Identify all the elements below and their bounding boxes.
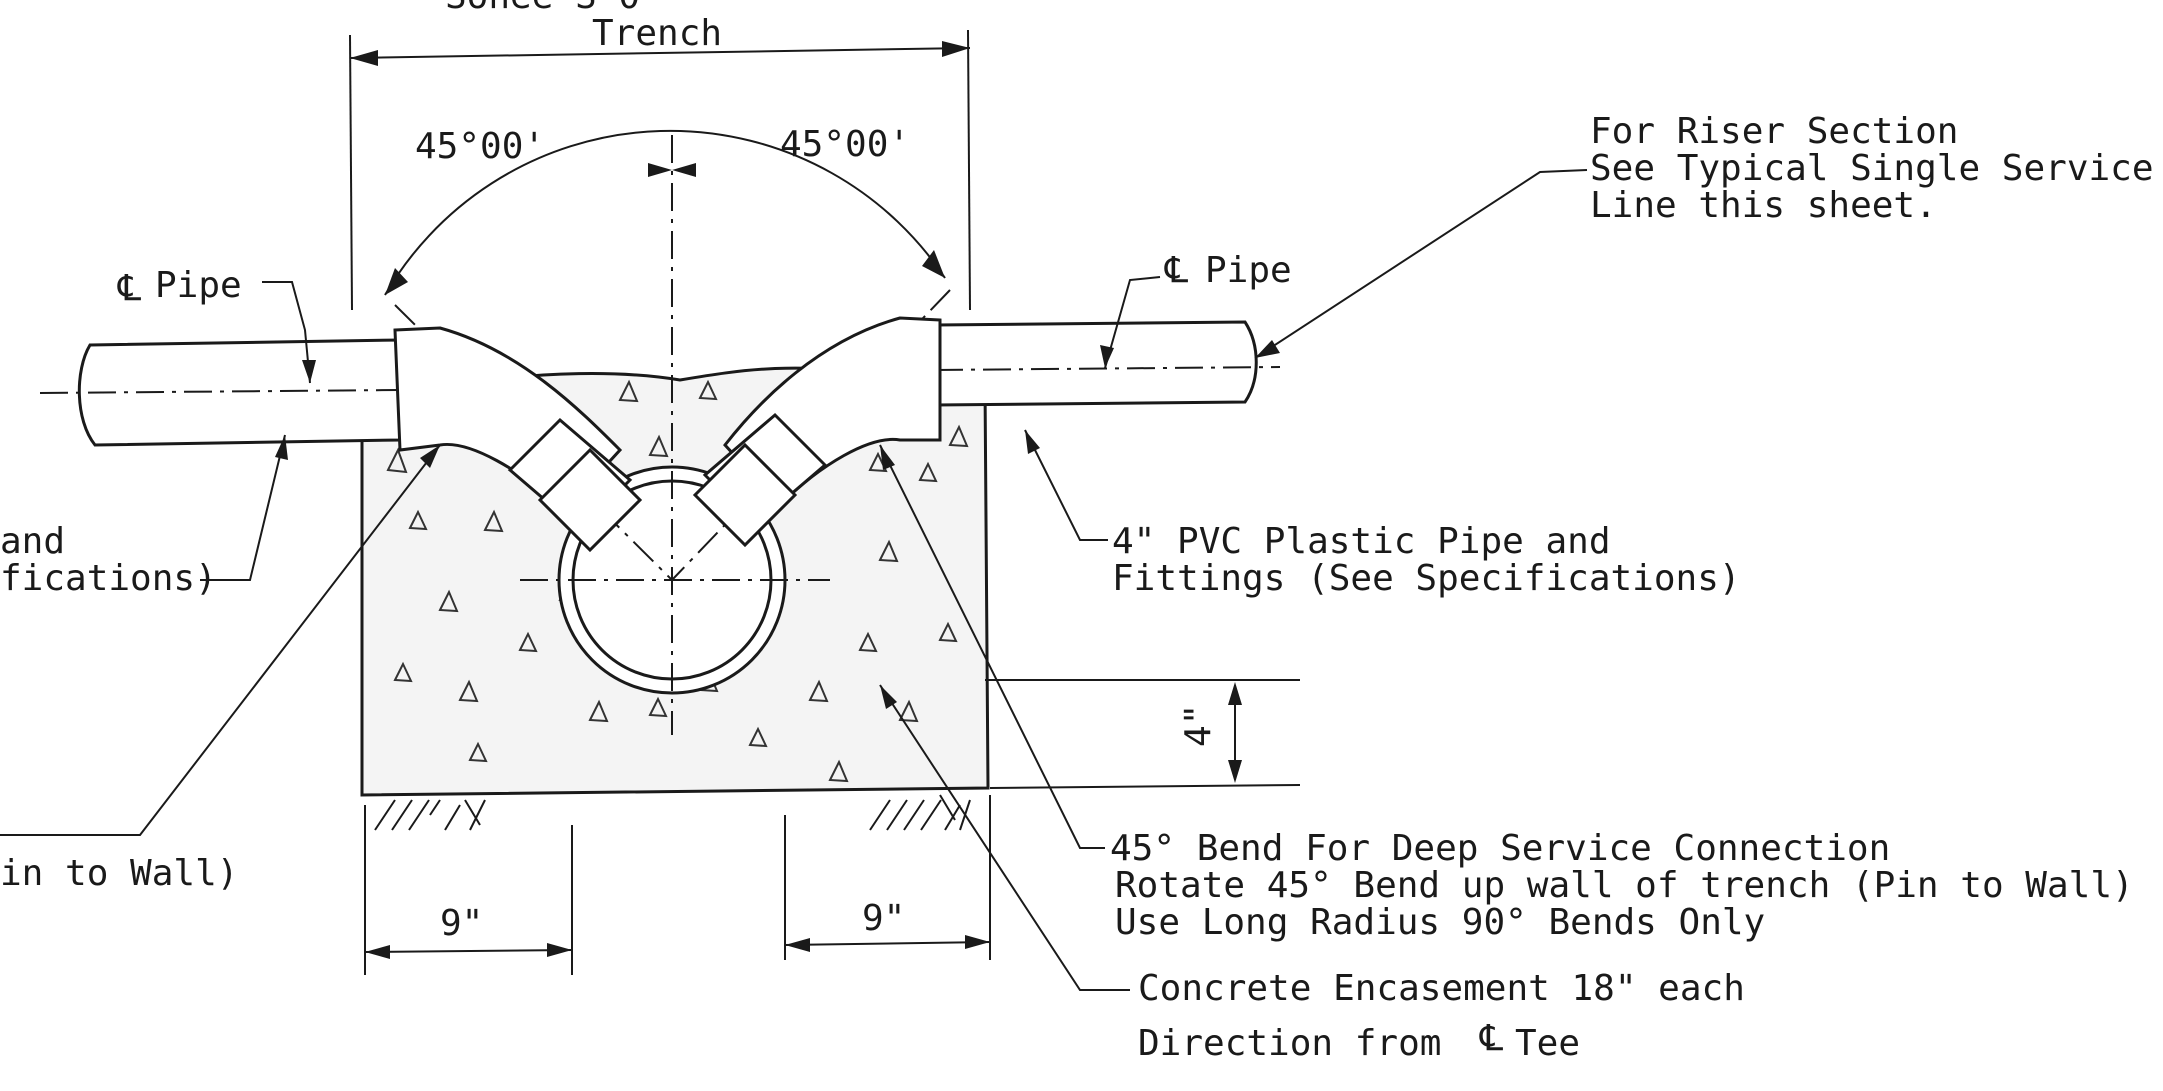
enc-line2-tail: Tee [1515, 1023, 1580, 1064]
bend-leader [879, 444, 1105, 849]
cl-pipe-left-label: Pipe [155, 265, 242, 306]
right-service-pipe [933, 320, 1281, 407]
left-cut-line2: fications) [0, 558, 217, 599]
enc-line2: Direction from [1138, 1023, 1441, 1064]
dim-4-group: 4" [985, 679, 1301, 789]
riser-line1: For Riser Section [1590, 111, 1958, 152]
left-cut-line3: in to Wall) [0, 853, 238, 894]
top-cut-label: Sohee S 0 [445, 0, 640, 17]
riser-line2: See Typical Single Service [1590, 148, 2154, 189]
dim-9-left-group: 9" [364, 805, 573, 975]
bend-note: 45° Bend For Deep Service Connection Rot… [1110, 828, 2134, 943]
riser-line3: Line this sheet. [1590, 185, 1937, 226]
left-service-pipe [39, 338, 402, 447]
trench-label: Trench [592, 13, 722, 54]
dim-4-label: 4" [1178, 704, 1219, 747]
pvc-note: 4" PVC Plastic Pipe and Fittings (See Sp… [1024, 429, 1741, 599]
left-cut-line1: and [0, 521, 65, 562]
dim-9-right-group: 9" [784, 795, 991, 960]
angle-left-label: 45°00' [415, 126, 545, 167]
enc-line1: Concrete Encasement 18" each [1138, 968, 1745, 1009]
encasement-note: Concrete Encasement 18" each Direction f… [1138, 968, 1745, 1064]
bend-line2: Rotate 45° Bend up wall of trench (Pin t… [1115, 865, 2134, 906]
riser-note: For Riser Section See Typical Single Ser… [1254, 111, 2154, 359]
angle-right-label: 45°00' [780, 124, 910, 165]
left-cut-notes: and fications) in to Wall) [0, 434, 441, 894]
pvc-line2: Fittings (See Specifications) [1112, 558, 1741, 599]
pvc-line1: 4" PVC Plastic Pipe and [1112, 521, 1611, 562]
right-bend-fitting [692, 316, 942, 548]
cl-symbol-left: ℄ [117, 268, 141, 309]
dim-9-right-label: 9" [862, 898, 905, 939]
enc-cl-symbol: ℄ [1479, 1018, 1503, 1059]
cl-pipe-right-label-group: ℄ Pipe [1100, 250, 1292, 369]
left-bend-fitting [393, 326, 643, 553]
concrete-aggregate-marks [386, 379, 969, 783]
bend-line3: Use Long Radius 90° Bends Only [1115, 902, 1765, 943]
angle-arc [384, 129, 946, 296]
cl-pipe-left-label-group: ℄ Pipe [117, 265, 316, 384]
trench-dimension-line [349, 29, 971, 311]
dim-9-left-label: 9" [440, 903, 483, 944]
cl-symbol-right: ℄ [1164, 250, 1188, 291]
soil-hatching [374, 794, 971, 831]
cl-pipe-right-label: Pipe [1205, 250, 1292, 291]
bend-line1: 45° Bend For Deep Service Connection [1110, 828, 1890, 869]
encasement-leader [879, 684, 1130, 991]
